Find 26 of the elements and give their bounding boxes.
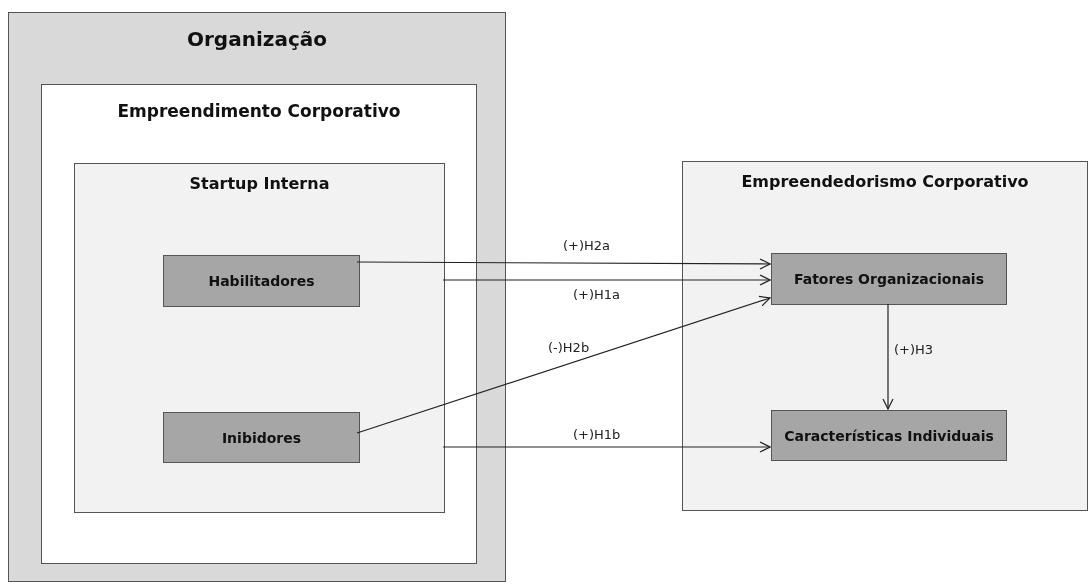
box-title: Fatores Organizacionais [794, 271, 984, 287]
box-title: Startup Interna [189, 174, 330, 193]
edge-label: (+)H2a [563, 238, 611, 253]
box-title: Organização [187, 27, 327, 51]
group-box [682, 161, 1088, 511]
edge-label: (-)H2b [548, 340, 590, 355]
box-title: Características Individuais [784, 427, 994, 444]
process-box [771, 410, 1007, 461]
edge-label: (+)H1b [573, 427, 621, 442]
box-title: Empreendedorismo Corporativo [741, 172, 1029, 191]
group-box [8, 12, 506, 582]
box-title: Inibidores [221, 429, 302, 446]
arrow [442, 441, 771, 453]
process-box [163, 255, 360, 307]
box-title: Habilitadores [208, 273, 315, 289]
group-box [74, 163, 445, 513]
edge-label: (+)H1a [573, 287, 621, 302]
arrow [356, 295, 771, 434]
group-box [41, 84, 477, 564]
process-box [771, 253, 1007, 305]
box-title: Empreendimento Corporativo [117, 101, 401, 121]
arrow [882, 303, 894, 410]
arrow [442, 274, 771, 286]
arrow [356, 258, 771, 270]
edge-label: (+)H3 [894, 342, 934, 357]
process-box [163, 412, 360, 463]
